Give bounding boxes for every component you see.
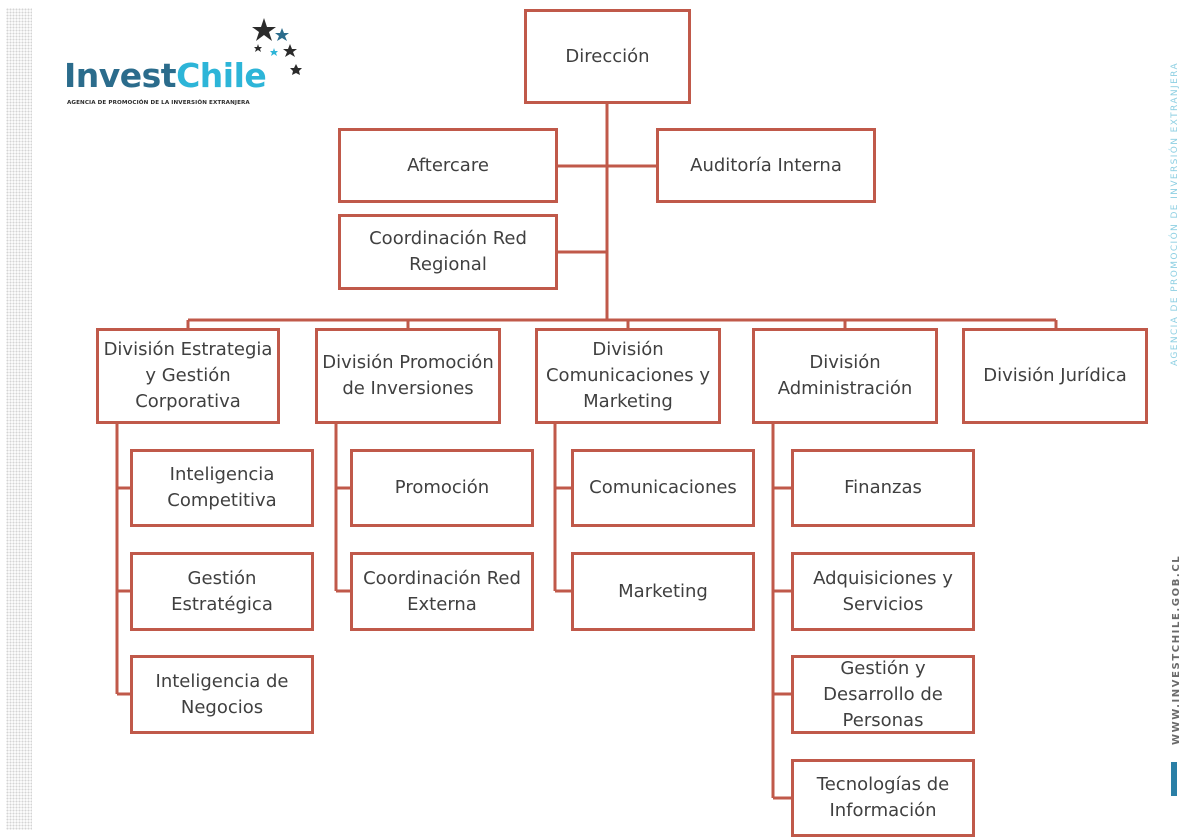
- node-inteligencia-negocios: Inteligencia de Negocios: [130, 655, 314, 734]
- node-promocion: Promoción: [350, 449, 534, 527]
- node-marketing: Marketing: [571, 552, 755, 631]
- node-division-estrategia: División Estrategia y Gestión Corporativ…: [96, 328, 280, 424]
- node-gestion-desarrollo-personas: Gestión y Desarrollo de Personas: [791, 655, 975, 734]
- node-division-promocion: División Promoción de Inversiones: [315, 328, 501, 424]
- node-coordinacion-red-externa: Coordinación Red Externa: [350, 552, 534, 631]
- node-tecnologias-informacion: Tecnologías de Información: [791, 759, 975, 837]
- node-comunicaciones: Comunicaciones: [571, 449, 755, 527]
- node-aftercare: Aftercare: [338, 128, 558, 203]
- node-finanzas: Finanzas: [791, 449, 975, 527]
- investchile-logo: InvestChile AGENCIA DE PROMOCIÓN DE LA I…: [64, 18, 304, 118]
- dotted-border-pattern: [6, 8, 32, 830]
- logo-wordmark: InvestChile: [64, 56, 267, 95]
- node-division-juridica: División Jurídica: [962, 328, 1148, 424]
- stars-icon: [252, 18, 302, 75]
- node-gestion-estrategica: Gestión Estratégica: [130, 552, 314, 631]
- side-accent-bar: [1171, 762, 1177, 796]
- node-division-administracion: División Administración: [752, 328, 938, 424]
- node-direccion: Dirección: [524, 9, 691, 104]
- logo-tagline: AGENCIA DE PROMOCIÓN DE LA INVERSIÓN EXT…: [67, 100, 250, 106]
- node-adquisiciones-servicios: Adquisiciones y Servicios: [791, 552, 975, 631]
- node-auditoria-interna: Auditoría Interna: [656, 128, 876, 203]
- node-inteligencia-competitiva: Inteligencia Competitiva: [130, 449, 314, 527]
- side-url-text: WWW.INVESTCHILE.GOB.CL: [1171, 554, 1182, 745]
- node-coordinacion-red-regional: Coordinación Red Regional: [338, 214, 558, 290]
- side-agency-text: AGENCIA DE PROMOCIÓN DE INVERSIÓN EXTRAN…: [1170, 61, 1180, 366]
- node-division-comunicaciones: División Comunicaciones y Marketing: [535, 328, 721, 424]
